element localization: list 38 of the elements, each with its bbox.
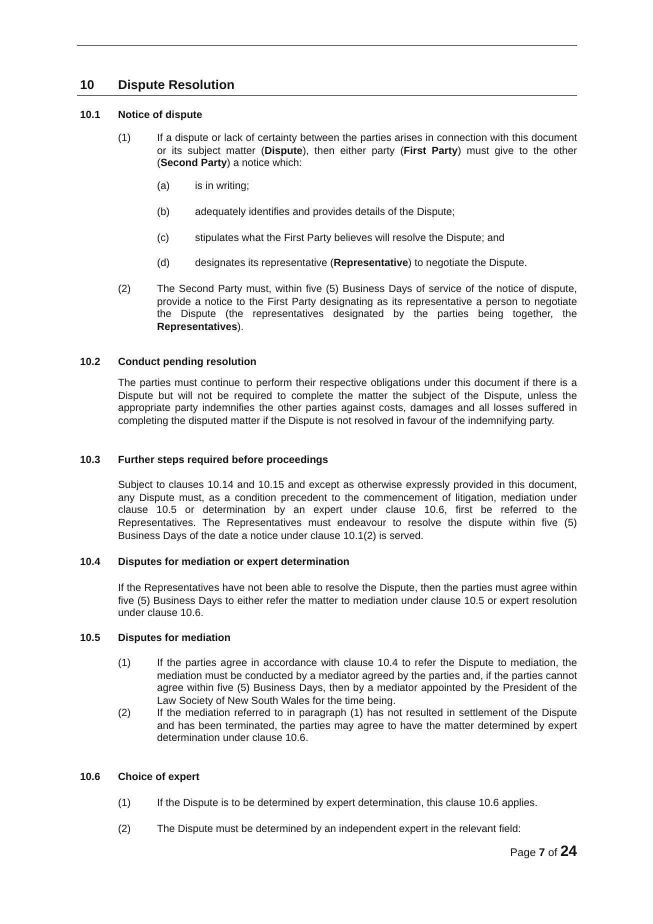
section-number: 10 <box>80 79 94 92</box>
clause-text: If the Dispute is to be determined by expert determination, this clause 10.6 applies. <box>157 798 539 811</box>
clause-text: If the parties agree in accordance with clause 10.4 to refer the Dispute to mediation, the mediation must be conducted by a mediator agreed by the parties and, if the parties cannot agree within five (5) Business Days, then by a mediator appointed by the President of the Law Society of New South Wales for the time being. <box>157 658 577 708</box>
clause-number: (2) <box>118 824 131 837</box>
clause-heading: Disputes for mediation or expert determination <box>118 557 350 570</box>
clause-heading: Conduct pending resolution <box>118 357 257 370</box>
page-number: Page 7 of 24 <box>509 846 577 860</box>
section-number: 10.2 <box>80 357 100 370</box>
clause-number: (1) <box>118 133 131 146</box>
clause-number: (2) <box>118 708 131 721</box>
clause-text: is in writing; <box>195 181 250 194</box>
clause-text: The Dispute must be determined by an independent expert in the relevant field: <box>157 824 522 837</box>
clause-text: If the Representatives have not been able to resolve the Dispute, then the parties must agree within five (5) Business Days to either refer the matter to mediation under clause 10.5 or expert resolution under clause 10.6. <box>118 583 577 622</box>
clause-heading: Notice of dispute <box>118 110 202 123</box>
clause-text: If the mediation referred to in paragraph (1) has not resulted in settlement of the Dispute and has been terminated, the parties may agree to have the matter determined by expert determination under clause 10.6. <box>157 708 577 746</box>
section-heading: Dispute Resolution <box>118 79 235 92</box>
clause-text: stipulates what the First Party believes will resolve the Dispute; and <box>195 233 506 246</box>
clause-number: (1) <box>118 658 131 671</box>
clause-number: (c) <box>157 233 170 246</box>
clause-number: (a) <box>157 181 170 194</box>
clause-number: (d) <box>157 258 170 271</box>
clause-heading: Choice of expert <box>118 772 200 785</box>
section-number: 10.5 <box>80 633 100 646</box>
clause-heading: Disputes for mediation <box>118 633 231 646</box>
clause-text: The parties must continue to perform their respective obligations under this document if there is a Dispute but will not be required to complete the matter the subject of the Dispute, unless the appropriate party indemnifies the other parties against costs, damages and all losses suffered in completing the disputed matter if the Dispute is not resolved in favour of the indemnifying party. <box>118 378 577 429</box>
clause-text: adequately identifies and provides details of the Dispute; <box>195 207 456 220</box>
clause-text: If a dispute or lack of certainty between the parties arises in connection with this document or its subject matter (Dispute), then either party (First Party) must give to the other (Second Party) a notice which: <box>157 133 577 172</box>
section-number: 10.6 <box>80 772 100 785</box>
section-number: 10.1 <box>80 110 100 123</box>
clause-number: (2) <box>118 284 131 297</box>
clause-text: designates its representative (Representative) to negotiate the Dispute. <box>195 258 528 271</box>
section-number: 10.4 <box>80 557 100 570</box>
clause-number: (b) <box>157 207 170 220</box>
clause-text: The Second Party must, within five (5) Business Days of service of the notice of dispute, provide a notice to the First Party designating as its representative a person to negotiate the Dispute (the representatives designated by the parties being together, the Representatives). <box>157 284 577 335</box>
clause-number: (1) <box>118 798 131 811</box>
clause-text: Subject to clauses 10.14 and 10.15 and except as otherwise expressly provided in this document, any Dispute must, as a condition precedent to the commencement of litigation, mediation under clause 10.5 or determination by an expert under clause 10.6, first be referred to the Representatives. The Representatives must endeavour to resolve the dispute within five (5) Business Days of the date a notice under clause 10.1(2) is served. <box>118 480 577 544</box>
section-number: 10.3 <box>80 455 100 468</box>
clause-heading: Further steps required before proceedings <box>118 455 328 468</box>
